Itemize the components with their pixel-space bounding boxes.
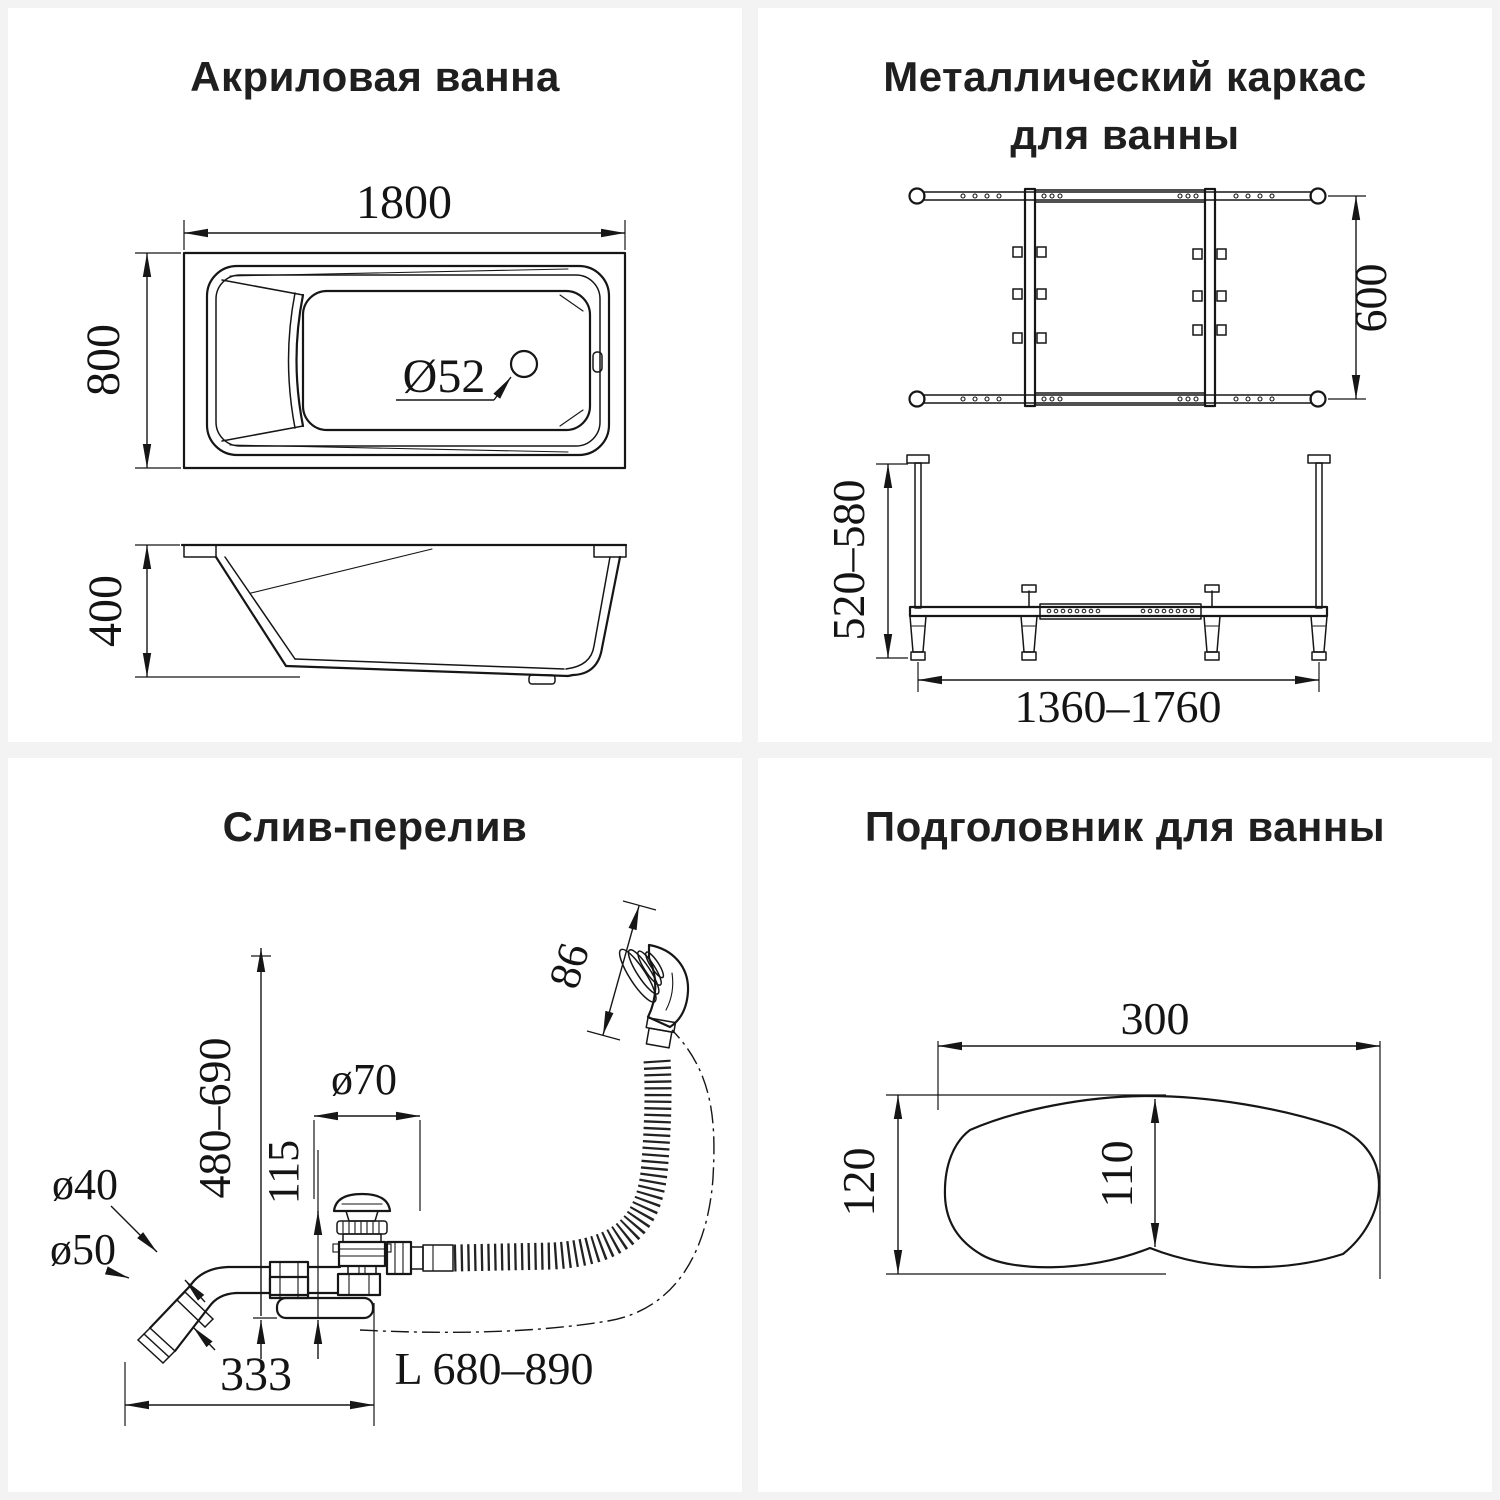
- dim-width: 800: [77, 252, 181, 469]
- frame-drawing: 600: [823, 187, 1396, 732]
- dim-overflow-cap: 86: [539, 900, 657, 1041]
- corrugated-hose: [453, 1059, 672, 1272]
- dim-pipe-40: ø40: [52, 1160, 206, 1303]
- headrest-outline: [943, 1094, 1381, 1269]
- svg-text:300: 300: [1121, 993, 1190, 1044]
- dim-length: 1800: [183, 176, 626, 250]
- dim-cap-diameter: ø70: [313, 1055, 421, 1211]
- panel-bathtub-title: Акриловая ванна: [190, 53, 560, 100]
- svg-text:400: 400: [79, 575, 132, 647]
- drain-hole: [509, 349, 539, 379]
- svg-text:520–580: 520–580: [823, 480, 874, 641]
- dim-frame-length: 1360–1760: [917, 662, 1320, 732]
- svg-text:115: 115: [259, 1140, 308, 1204]
- frame-side-view: [906, 454, 1331, 661]
- svg-text:600: 600: [1345, 264, 1396, 333]
- dim-body-height: 115: [259, 1140, 323, 1359]
- overflow-slot: [592, 351, 603, 373]
- svg-text:120: 120: [833, 1148, 884, 1217]
- panel-drain-title: Слив-перелив: [222, 803, 528, 850]
- panel-frame-title-line2: для ванны: [1010, 111, 1240, 158]
- panel-frame-title: Металлический каркас для ванны: [758, 48, 1492, 164]
- svg-text:110: 110: [1091, 1140, 1142, 1207]
- hose-centerline: [359, 1029, 715, 1334]
- panel-frame-title-line1: Металлический каркас: [883, 53, 1367, 100]
- frame-top-view: [908, 187, 1327, 408]
- dim-pipe-50: ø50: [50, 1225, 216, 1351]
- dim-offset: 333: [124, 1303, 375, 1426]
- dim-hose-length: L 680–890: [395, 1343, 594, 1394]
- svg-text:ø50: ø50: [50, 1225, 116, 1274]
- svg-text:480–690: 480–690: [189, 1038, 240, 1199]
- svg-text:800: 800: [77, 324, 130, 396]
- panel-frame: Металлический каркас для ванны: [758, 8, 1492, 742]
- dim-frame-width: 600: [1328, 195, 1396, 400]
- dim-headrest-height: 120: [833, 1094, 1166, 1275]
- svg-text:1360–1760: 1360–1760: [1015, 681, 1222, 732]
- svg-text:ø40: ø40: [52, 1160, 118, 1209]
- dim-headrest-inner-height: 110: [1091, 1099, 1160, 1247]
- dim-headrest-width: 300: [937, 993, 1381, 1279]
- dim-frame-height: 520–580: [823, 463, 908, 659]
- dim-height: 400: [79, 544, 300, 678]
- panel-headrest: Подголовник для ванны 300 120 110: [758, 758, 1492, 1492]
- dim-drain-diameter: Ø52: [403, 350, 486, 403]
- svg-text:86: 86: [539, 938, 599, 994]
- drain-assembly: [137, 1192, 454, 1364]
- drain-drawing: 86 480–690 ø70 115: [50, 900, 715, 1426]
- panel-headrest-title: Подголовник для ванны: [864, 803, 1386, 850]
- panel-drain: Слив-перелив: [8, 758, 742, 1492]
- bathtub-drawing: Ø52 1800 800: [77, 176, 628, 685]
- svg-text:333: 333: [220, 1348, 292, 1401]
- bathtub-top-view: Ø52: [182, 251, 627, 470]
- headrest-drawing: 300 120 110: [833, 993, 1381, 1279]
- dim-install-height: 480–690: [189, 948, 277, 1359]
- bathtub-side-view: [180, 543, 628, 685]
- svg-text:1800: 1800: [356, 176, 452, 229]
- panel-bathtub: Акриловая ванна Ø52: [8, 8, 742, 742]
- svg-text:ø70: ø70: [331, 1055, 397, 1104]
